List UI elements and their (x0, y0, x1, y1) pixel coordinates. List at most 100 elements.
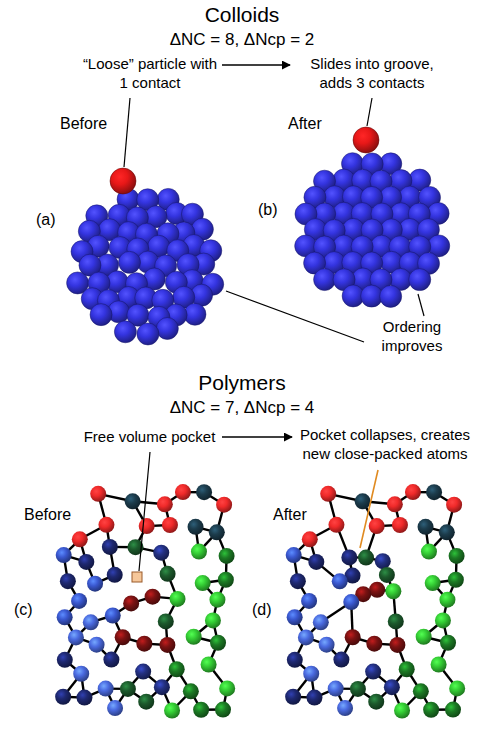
polymer-bead (55, 689, 71, 705)
polymer-bead (446, 497, 462, 513)
polymer-bead (328, 681, 344, 697)
polymer-bead (158, 613, 174, 629)
polymer-network-before (55, 484, 235, 718)
polymer-bead (333, 652, 349, 668)
polymer-bead (102, 539, 118, 555)
polymer-bead (413, 683, 429, 699)
polymer-bead (145, 589, 161, 605)
colloid-sphere (137, 323, 159, 345)
polymer-bead (157, 496, 173, 512)
polymer-bead (57, 609, 73, 625)
colloid-sphere (118, 251, 140, 273)
polymer-bead (138, 694, 154, 710)
polymer-bead (286, 547, 302, 563)
polymer-bead (302, 531, 318, 547)
polymer-bead (56, 547, 72, 563)
polymer-bead (365, 664, 381, 680)
polymer-bead (219, 548, 235, 564)
callout-text: Slides into groove, adds 3 contacts (292, 55, 452, 93)
polymer-bead (319, 637, 335, 653)
polymer-bead (303, 666, 319, 682)
panel-letter: (a) (36, 210, 66, 230)
section-heading: Colloids (142, 2, 342, 28)
polymer-bead (385, 583, 401, 599)
process-arrow (222, 64, 290, 65)
polymer-bead (421, 544, 437, 560)
polymer-bead (72, 531, 88, 547)
polymer-bead (191, 544, 207, 560)
polymer-bead (350, 681, 366, 697)
change-counts: ΔNC = 8, ΔNcp = 2 (102, 29, 382, 50)
polymer-bead (188, 519, 204, 535)
polymer-bead (287, 609, 303, 625)
polymer-bead (107, 567, 123, 583)
polymer-bead (87, 576, 103, 592)
polymer-bead (306, 690, 322, 706)
guides (124, 65, 424, 571)
polymer-bead (78, 554, 94, 570)
polymer-bead (175, 484, 191, 500)
polymer-bead (431, 656, 447, 672)
polymer-bead (196, 484, 212, 500)
polymer-bead (332, 573, 348, 589)
polymer-bead (219, 680, 235, 696)
polymer-bead (209, 524, 225, 540)
polymer-bead (369, 582, 385, 598)
polymer-bead (98, 517, 114, 533)
polymer-bead (384, 679, 400, 695)
polymer-bead (90, 486, 106, 502)
polymer-bead (355, 493, 371, 509)
polymer-bead (103, 652, 119, 668)
colloid-sphere (114, 321, 136, 343)
polymer-bead (83, 614, 99, 630)
polymer-bead (164, 702, 180, 718)
colloid-sphere (314, 269, 336, 291)
callout-text: Pocket collapses, creates new close-pack… (290, 426, 480, 464)
leader-line (360, 470, 378, 548)
state-label: After (273, 505, 333, 525)
polymer-bead (445, 702, 461, 718)
polymer-bead (366, 636, 382, 652)
polymer-bead (57, 652, 73, 668)
loose-particle (110, 168, 136, 194)
section-heading: Polymers (142, 370, 342, 396)
polymer-bead (285, 689, 301, 705)
polymer-bead (448, 572, 464, 588)
polymer-bead (136, 636, 152, 652)
polymer-bead (123, 595, 139, 611)
polymer-bead (98, 681, 114, 697)
polymer-bead (435, 612, 451, 628)
change-counts: ΔNC = 7, ΔNcp = 4 (102, 397, 382, 418)
callout-text: Ordering improves (368, 318, 456, 356)
colloid-cluster-after (295, 153, 450, 308)
panel-letter: (c) (14, 600, 44, 620)
polymer-bead (345, 629, 361, 645)
polymer-bead (120, 681, 136, 697)
polymer-bead (153, 545, 169, 561)
state-label: Before (24, 505, 94, 525)
polymer-bead (287, 652, 303, 668)
process-arrow (222, 436, 292, 437)
colloid-sphere (380, 285, 402, 307)
polymer-bead (210, 635, 226, 651)
leader-line (124, 98, 130, 167)
colloid-sphere (361, 285, 383, 307)
polymer-bead (201, 656, 217, 672)
polymer-bead (423, 702, 439, 718)
polymer-bead (394, 702, 410, 718)
state-label: Before (60, 114, 130, 134)
polymer-bead (159, 637, 175, 653)
polymer-bead (170, 591, 186, 607)
leader-line (226, 291, 364, 342)
polymer-bead (416, 629, 432, 645)
polymer-bead (115, 629, 131, 645)
polymer-bead (425, 575, 441, 591)
polymer-bead (186, 629, 202, 645)
polymer-bead (68, 629, 84, 645)
polymer-bead (139, 518, 155, 534)
colloid-sphere (90, 304, 112, 326)
polymer-network-after (285, 484, 465, 718)
polymer-bead (320, 486, 336, 502)
polymer-bead (399, 661, 415, 677)
